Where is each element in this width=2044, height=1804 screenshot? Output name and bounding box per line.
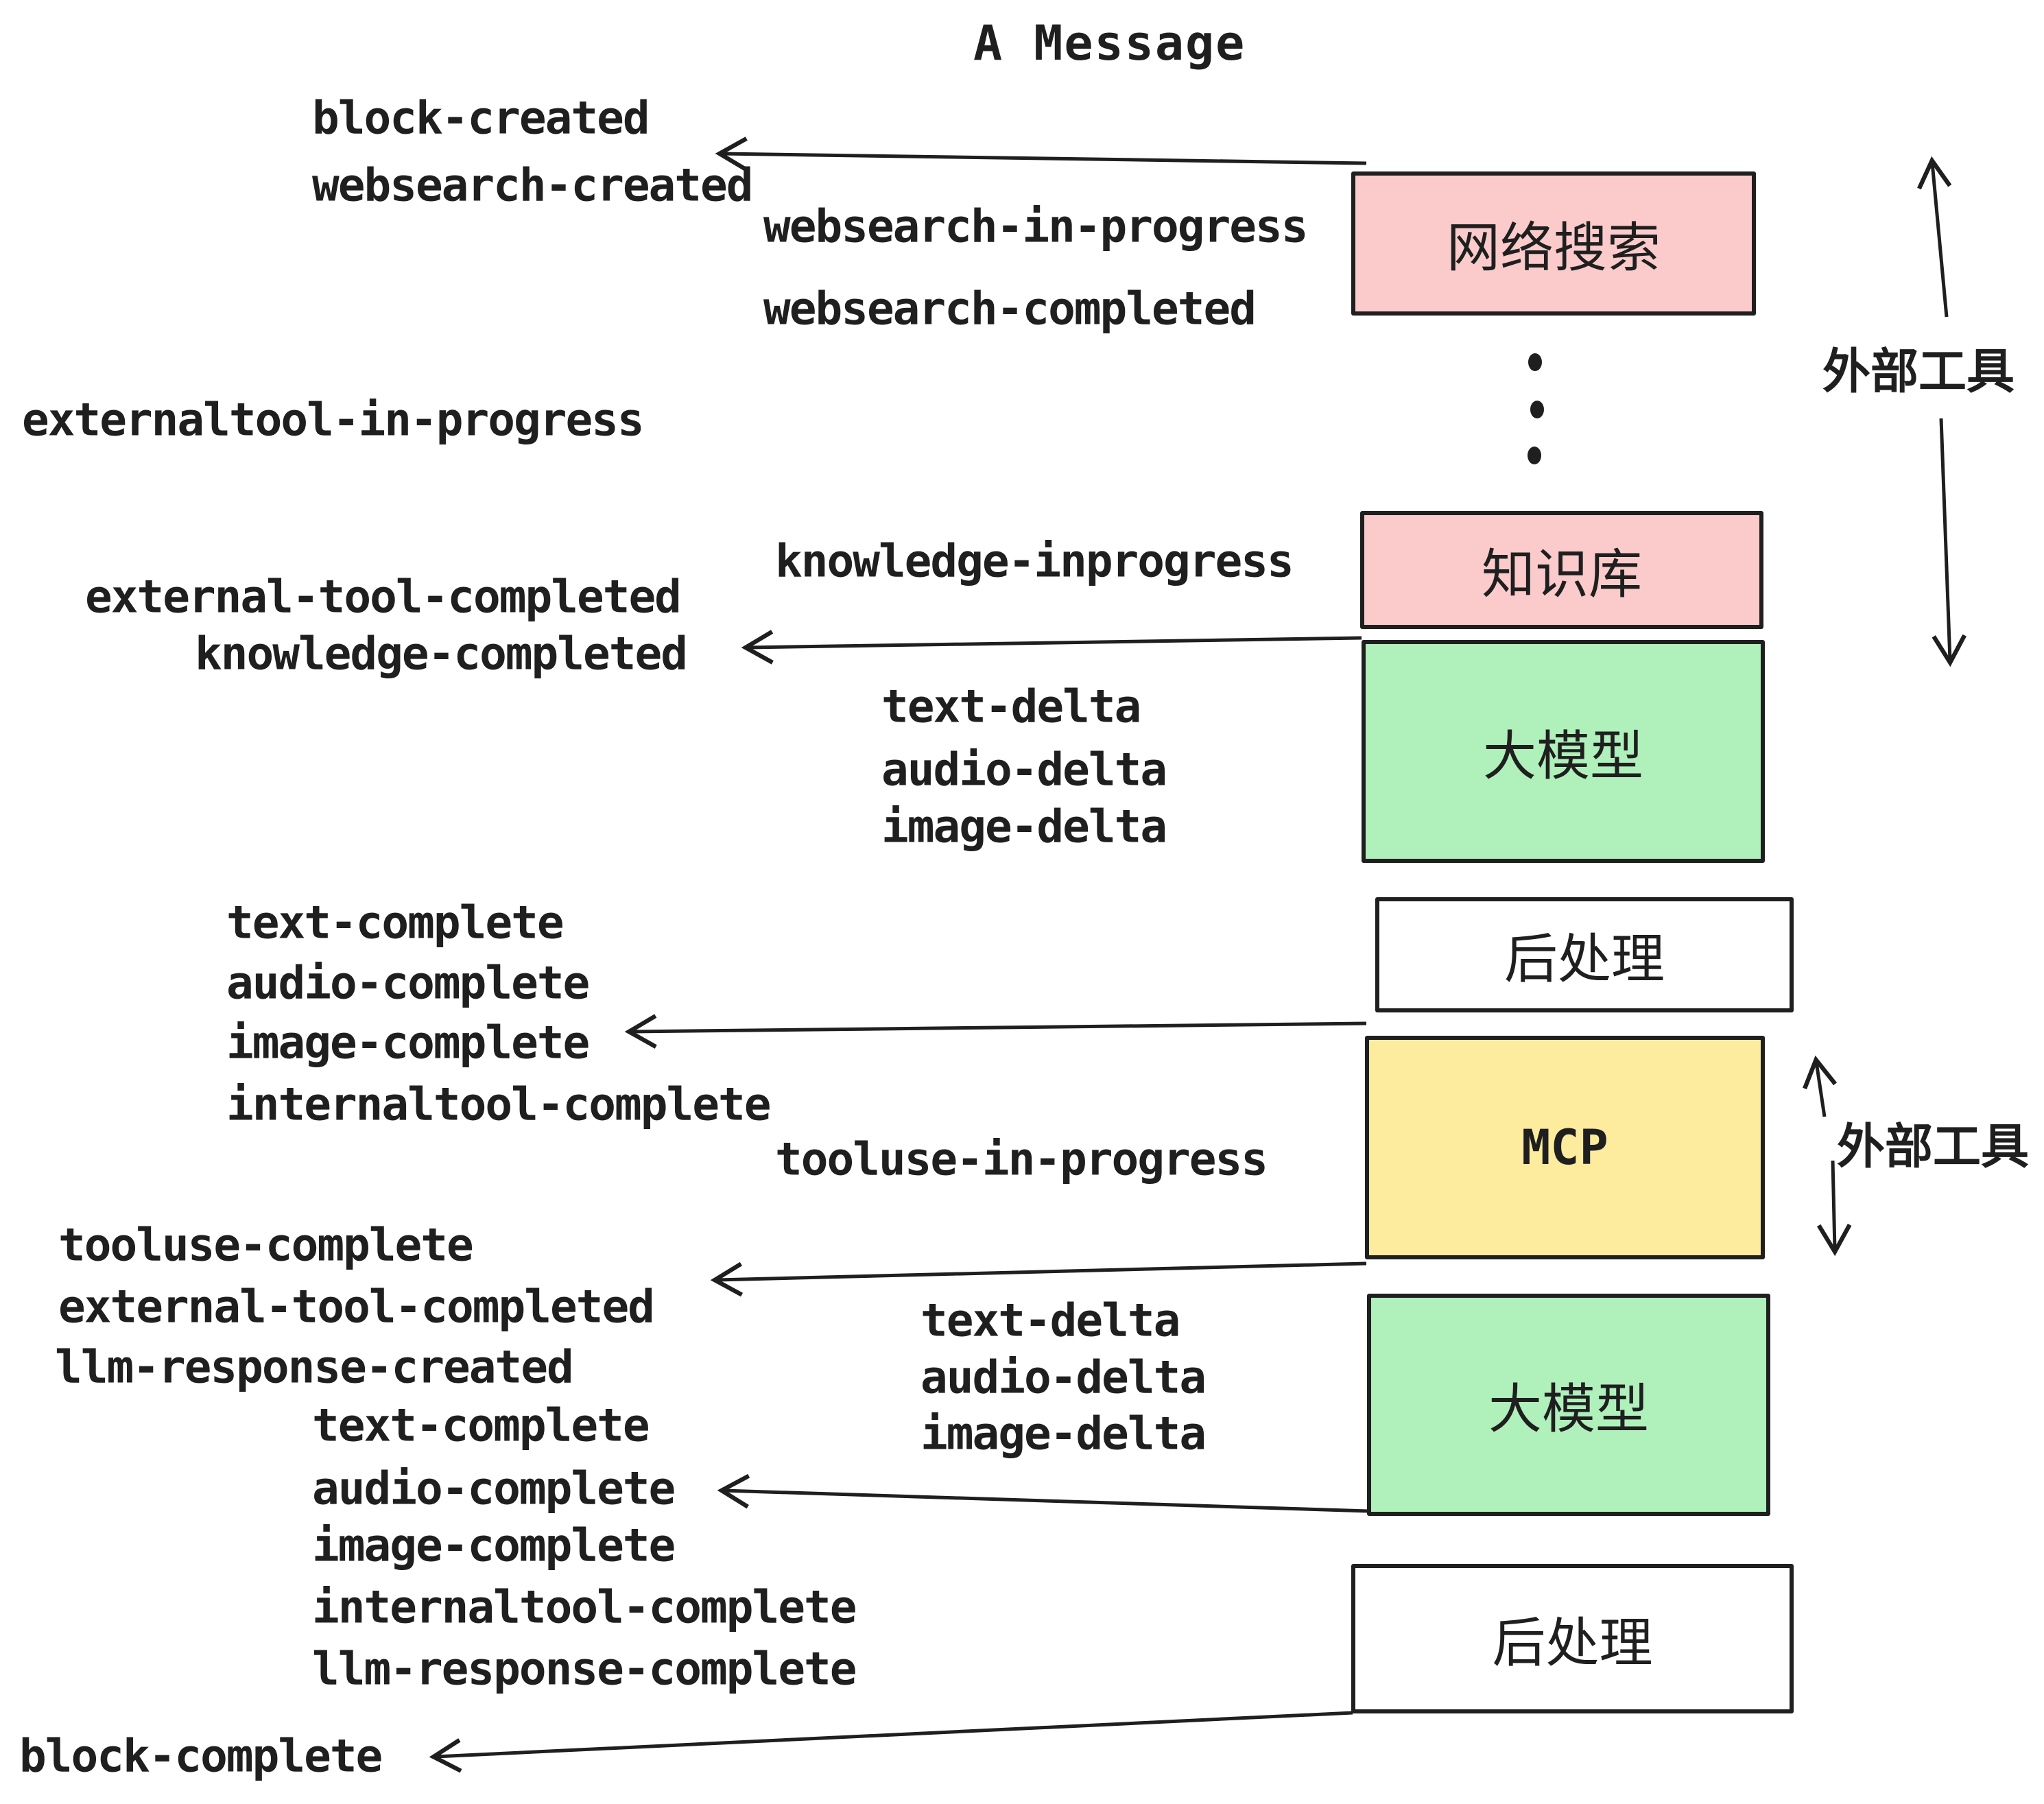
box-websearch: 网络搜索 (1351, 171, 1756, 316)
mcp-external-tools-down-arrow (1816, 1160, 1852, 1257)
event-external-tool-completed-2: external-tool-completed (58, 1280, 655, 1333)
event-external-tool-completed-1: external-tool-completed (85, 570, 682, 624)
arrow-to-block-created (715, 137, 1367, 171)
arrow-to-audio-complete (717, 1473, 1369, 1513)
external-tools-up-arrow (1917, 156, 1952, 318)
arrow-to-block-complete (429, 1711, 1353, 1773)
box-llm-2: 大模型 (1367, 1294, 1770, 1516)
external-tools-down-arrow (1932, 418, 1966, 667)
event-audio-complete-1: audio-complete (226, 956, 590, 1010)
box-llm-2-label: 大模型 (1488, 1379, 1649, 1440)
box-knowledge: 知识库 (1360, 511, 1763, 629)
box-websearch-label: 网络搜索 (1446, 217, 1661, 279)
event-websearch-completed: websearch-completed (763, 282, 1257, 335)
box-postprocess-2-label: 后处理 (1492, 1613, 1653, 1674)
event-audio-delta-2: audio-delta (920, 1351, 1207, 1404)
event-websearch-created: websearch-created (312, 158, 754, 212)
event-audio-complete-2: audio-complete (312, 1462, 676, 1515)
event-image-complete-2: image-complete (312, 1519, 676, 1572)
event-websearch-in-progress: websearch-in-progress (763, 200, 1308, 253)
box-postprocess-2: 后处理 (1351, 1564, 1794, 1713)
event-block-complete: block-complete (19, 1729, 383, 1783)
event-text-delta-1: text-delta (881, 680, 1141, 733)
event-tooluse-in-progress: tooluse-in-progress (775, 1132, 1268, 1186)
event-externaltool-in-progress: externaltool-in-progress (22, 393, 645, 447)
ellipsis-dots (1528, 353, 1544, 464)
side-label-external-tools-2: 外部工具 (1837, 1118, 2029, 1175)
event-text-complete-1: text-complete (226, 896, 565, 949)
arrow-to-image-complete (624, 1014, 1367, 1049)
event-audio-delta-1: audio-delta (881, 743, 1167, 796)
box-mcp: MCP (1365, 1036, 1765, 1259)
event-internaltool-complete-1: internaltool-complete (226, 1078, 771, 1131)
event-knowledge-inprogress: knowledge-inprogress (775, 534, 1294, 588)
box-llm-1-label: 大模型 (1482, 725, 1643, 787)
event-knowledge-completed: knowledge-completed (195, 627, 688, 680)
event-image-delta-1: image-delta (881, 800, 1167, 853)
box-llm-1: 大模型 (1362, 640, 1765, 863)
box-knowledge-label: 知识库 (1481, 544, 1642, 606)
event-block-created: block-created (312, 91, 650, 145)
side-label-external-tools-1: 外部工具 (1822, 343, 2015, 400)
event-tooluse-complete: tooluse-complete (58, 1218, 474, 1272)
diagram-title: A Message (973, 15, 1246, 71)
event-image-complete-1: image-complete (226, 1016, 590, 1069)
event-text-complete-2: text-complete (312, 1399, 650, 1452)
box-postprocess-1: 后处理 (1375, 897, 1794, 1012)
event-image-delta-2: image-delta (920, 1407, 1207, 1460)
event-internaltool-complete-2: internaltool-complete (312, 1580, 857, 1634)
arrow-to-tooluse-complete (710, 1261, 1367, 1297)
event-llm-response-created: llm-response-created (55, 1340, 574, 1394)
event-llm-response-complete: llm-response-complete (312, 1642, 857, 1696)
event-text-delta-2: text-delta (920, 1294, 1180, 1347)
mcp-external-tools-up-arrow (1803, 1055, 1838, 1117)
box-postprocess-1-label: 后处理 (1504, 929, 1665, 990)
arrow-to-knowledge-completed (741, 630, 1362, 665)
box-mcp-label: MCP (1521, 1119, 1608, 1176)
